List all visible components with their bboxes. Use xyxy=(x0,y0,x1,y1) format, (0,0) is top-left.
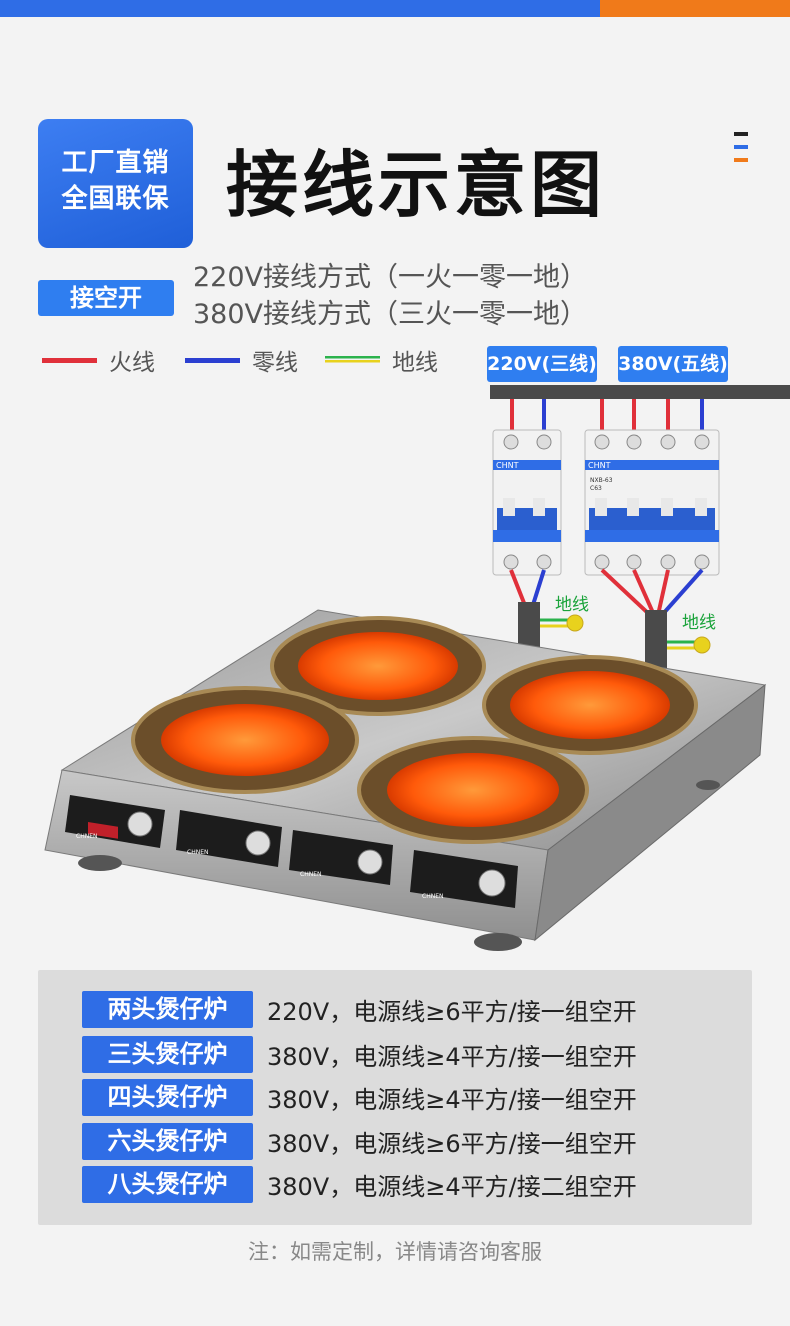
control-panel-4: CHNEN xyxy=(410,850,518,908)
burner-back xyxy=(270,616,486,716)
corner-decoration xyxy=(734,132,748,171)
tag-220v: 220V(三线) xyxy=(487,346,597,382)
breaker-model-1: NXB-63 xyxy=(590,477,613,484)
wiring-diagram: CHNT CHNT NXB-63 C63 xyxy=(44,385,790,951)
legend-ground-label: 地线 xyxy=(392,350,438,376)
cable-380v xyxy=(645,610,667,672)
wiring-method-380: 380V接线方式（三火一零一地） xyxy=(193,299,588,330)
ground-label-right: 地线 xyxy=(682,613,716,633)
output-wires xyxy=(509,568,704,617)
panel-brand-3: CHNEN xyxy=(300,871,321,878)
power-bus-bar xyxy=(490,385,790,399)
burner-right xyxy=(482,655,698,755)
spec-row: 六头煲仔炉 380V，电源线≥6平方/接一组空开 xyxy=(82,1123,637,1160)
ground-wire-swatch xyxy=(325,356,380,364)
spec-model-name: 三头煲仔炉 xyxy=(82,1036,253,1073)
spec-model-name: 八头煲仔炉 xyxy=(82,1166,253,1203)
spec-requirement: 380V，电源线≥4平方/接一组空开 xyxy=(267,1043,637,1071)
legend-neutral: 零线 xyxy=(185,343,298,377)
burner-front xyxy=(357,736,589,844)
spec-requirement: 380V，电源线≥4平方/接二组空开 xyxy=(267,1173,637,1201)
spec-model-name: 四头煲仔炉 xyxy=(82,1079,253,1116)
burner-left xyxy=(131,686,359,794)
legend-live-label: 火线 xyxy=(109,350,155,376)
breaker-tag: 接空开 xyxy=(38,280,174,316)
top-accent-bar-orange xyxy=(600,0,790,17)
badge-line1: 工厂直销 xyxy=(61,148,170,178)
spec-row: 三头煲仔炉 380V，电源线≥4平方/接一组空开 xyxy=(82,1036,637,1073)
spec-requirement: 380V，电源线≥4平方/接一组空开 xyxy=(267,1086,637,1114)
panel-brand-1: CHNEN xyxy=(76,833,97,840)
page-title: 接线示意图 xyxy=(226,143,607,227)
panel-brand-4: CHNEN xyxy=(422,893,443,900)
spec-requirement: 380V，电源线≥6平方/接一组空开 xyxy=(267,1130,637,1158)
spec-row: 两头煲仔炉 220V，电源线≥6平方/接一组空开 xyxy=(82,991,637,1028)
wiring-method-220: 220V接线方式（一火一零一地） xyxy=(193,262,588,293)
control-panel-3: CHNEN xyxy=(289,830,393,885)
supply-wires xyxy=(510,399,704,435)
breaker-model-2: C63 xyxy=(590,485,602,492)
breaker-4p: CHNT NXB-63 C63 xyxy=(584,429,720,576)
breaker-brand-right: CHNT xyxy=(588,461,611,470)
legend-live: 火线 xyxy=(42,343,155,377)
spec-model-name: 六头煲仔炉 xyxy=(82,1123,253,1160)
stove-illustration: CHNEN CHNEN CHNEN CHNEN xyxy=(44,609,767,951)
live-wire-swatch xyxy=(42,357,97,363)
spec-requirement: 220V，电源线≥6平方/接一组空开 xyxy=(267,998,637,1026)
top-accent-bar-blue xyxy=(0,0,600,17)
spec-row: 四头煲仔炉 380V，电源线≥4平方/接一组空开 xyxy=(82,1079,637,1116)
footnote: 注：如需定制，详情请咨询客服 xyxy=(248,1240,542,1264)
spec-model-name: 两头煲仔炉 xyxy=(82,991,253,1028)
tag-380v: 380V(五线) xyxy=(618,346,728,382)
badge-line2: 全国联保 xyxy=(61,184,170,214)
factory-badge: 工厂直销 全国联保 xyxy=(38,119,193,248)
breaker-brand-left: CHNT xyxy=(496,461,519,470)
legend-neutral-label: 零线 xyxy=(252,350,298,376)
control-panel-1: CHNEN xyxy=(65,795,165,848)
control-panel-2: CHNEN xyxy=(176,810,282,867)
legend-ground: 地线 xyxy=(325,343,438,377)
spec-row: 八头煲仔炉 380V，电源线≥4平方/接二组空开 xyxy=(82,1166,637,1203)
ground-wires xyxy=(540,614,711,654)
neutral-wire-swatch xyxy=(185,357,240,363)
ground-label-left: 地线 xyxy=(555,595,589,615)
breaker-2p: CHNT xyxy=(492,429,562,576)
panel-brand-2: CHNEN xyxy=(187,849,208,856)
